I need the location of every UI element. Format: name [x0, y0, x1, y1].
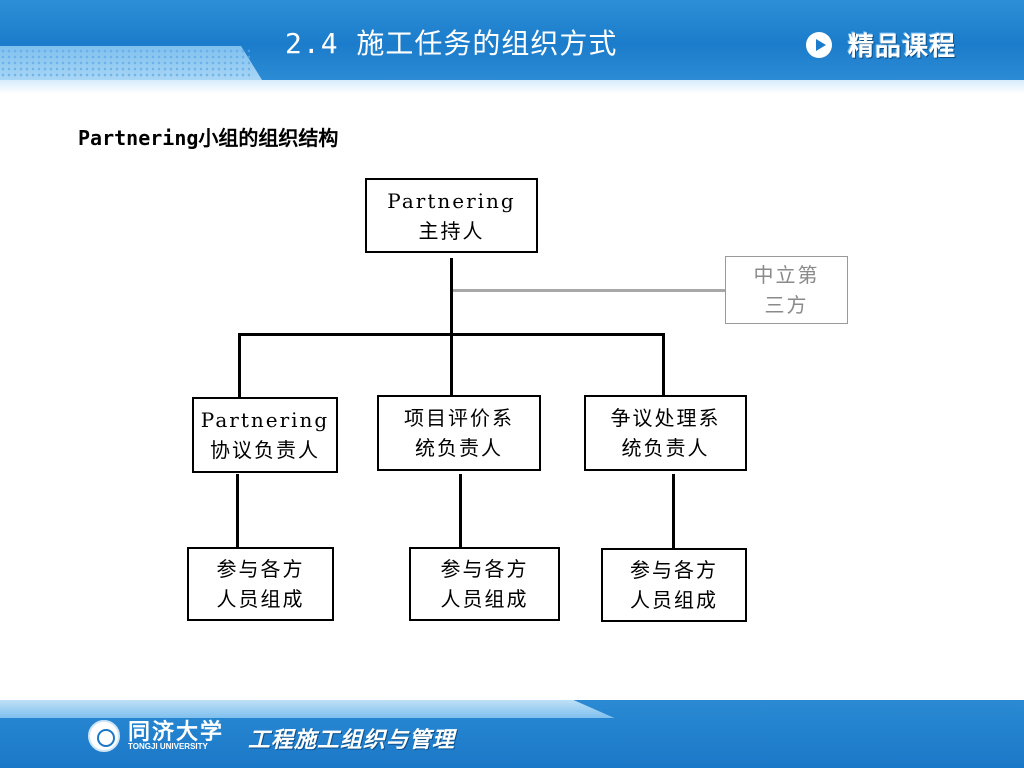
node-label: 参与各方 人员组成	[440, 557, 529, 611]
footer: 同济大学 TONGJI UNIVERSITY 工程施工组织与管理	[0, 700, 1024, 768]
university-emblem-icon	[88, 720, 120, 752]
node-members-1: 参与各方 人员组成	[187, 547, 334, 621]
connector-drop-3	[662, 333, 665, 396]
node-label: 中立第 三方	[753, 263, 820, 317]
header: 2.4 施工任务的组织方式 精品课程	[0, 0, 1024, 95]
slide-title: 2.4 施工任务的组织方式	[285, 27, 618, 60]
university-name: 同济大学	[128, 719, 225, 745]
footer-accent	[0, 700, 615, 718]
university-name-en: TONGJI UNIVERSITY	[128, 742, 208, 751]
node-agreement-manager: Partnering 协议负责人	[192, 397, 338, 473]
play-icon[interactable]	[806, 32, 832, 58]
connector-neutral	[453, 289, 726, 292]
course-name: 工程施工组织与管理	[248, 728, 456, 753]
connector-host-down	[450, 258, 453, 336]
node-label: Partnering 主持人	[387, 188, 516, 243]
node-label: 争议处理系 统负责人	[610, 406, 721, 460]
node-neutral-third-party: 中立第 三方	[725, 256, 848, 324]
node-label: 参与各方 人员组成	[630, 558, 718, 612]
node-members-2: 参与各方 人员组成	[409, 547, 560, 621]
node-evaluation-manager: 项目评价系 统负责人	[377, 395, 541, 471]
node-label: 项目评价系 统负责人	[404, 406, 514, 460]
connector-drop-2	[450, 333, 453, 396]
node-label: Partnering 协议负责人	[200, 408, 330, 462]
section-subtitle: Partnering小组的组织结构	[78, 126, 339, 150]
node-members-3: 参与各方 人员组成	[601, 548, 747, 622]
node-dispute-manager: 争议处理系 统负责人	[584, 395, 747, 471]
header-dot-pattern	[0, 48, 250, 78]
header-underline	[0, 80, 1024, 94]
connector-member-3	[672, 474, 675, 550]
connector-member-2	[459, 474, 462, 548]
node-label: 参与各方 人员组成	[216, 557, 305, 611]
connector-member-1	[236, 474, 239, 548]
node-partnering-host: Partnering 主持人	[365, 178, 538, 253]
quality-course-badge: 精品课程	[848, 32, 957, 62]
connector-drop-1	[238, 333, 241, 398]
